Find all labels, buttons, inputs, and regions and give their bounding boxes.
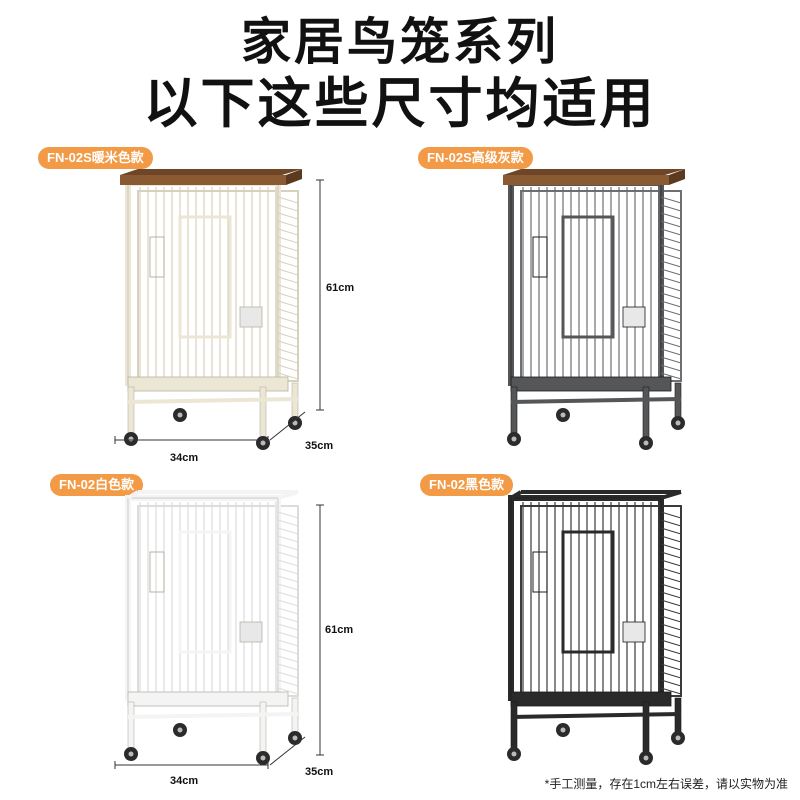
product-badge-grey: FN-02S高级灰款 [418, 147, 533, 169]
height-label-2: 61cm [325, 624, 354, 636]
birdcage-white[interactable] [110, 490, 310, 768]
product-badge-beige: FN-02S暖米色款 [38, 147, 153, 169]
birdcage-grey[interactable] [493, 165, 693, 450]
height-label-1: 61cm [326, 282, 355, 294]
birdcage-black[interactable] [493, 490, 693, 768]
birdcage-beige[interactable] [110, 165, 310, 450]
product-badge-white: FN-02白色款 [50, 474, 144, 496]
width-label-2: 34cm [170, 775, 199, 787]
depth-label-1: 35cm [305, 440, 334, 452]
headline-line-2: 以下这些尺寸均适用 [143, 74, 657, 134]
headline-line-1: 家居鸟笼系列 [241, 14, 559, 70]
product-badge-black: FN-02黑色款 [420, 474, 514, 496]
width-label-1: 34cm [170, 452, 199, 464]
measurement-note: *手工测量，存在1cm左右误差，请以实物为准 [544, 777, 788, 791]
depth-label-2: 35cm [305, 766, 334, 778]
